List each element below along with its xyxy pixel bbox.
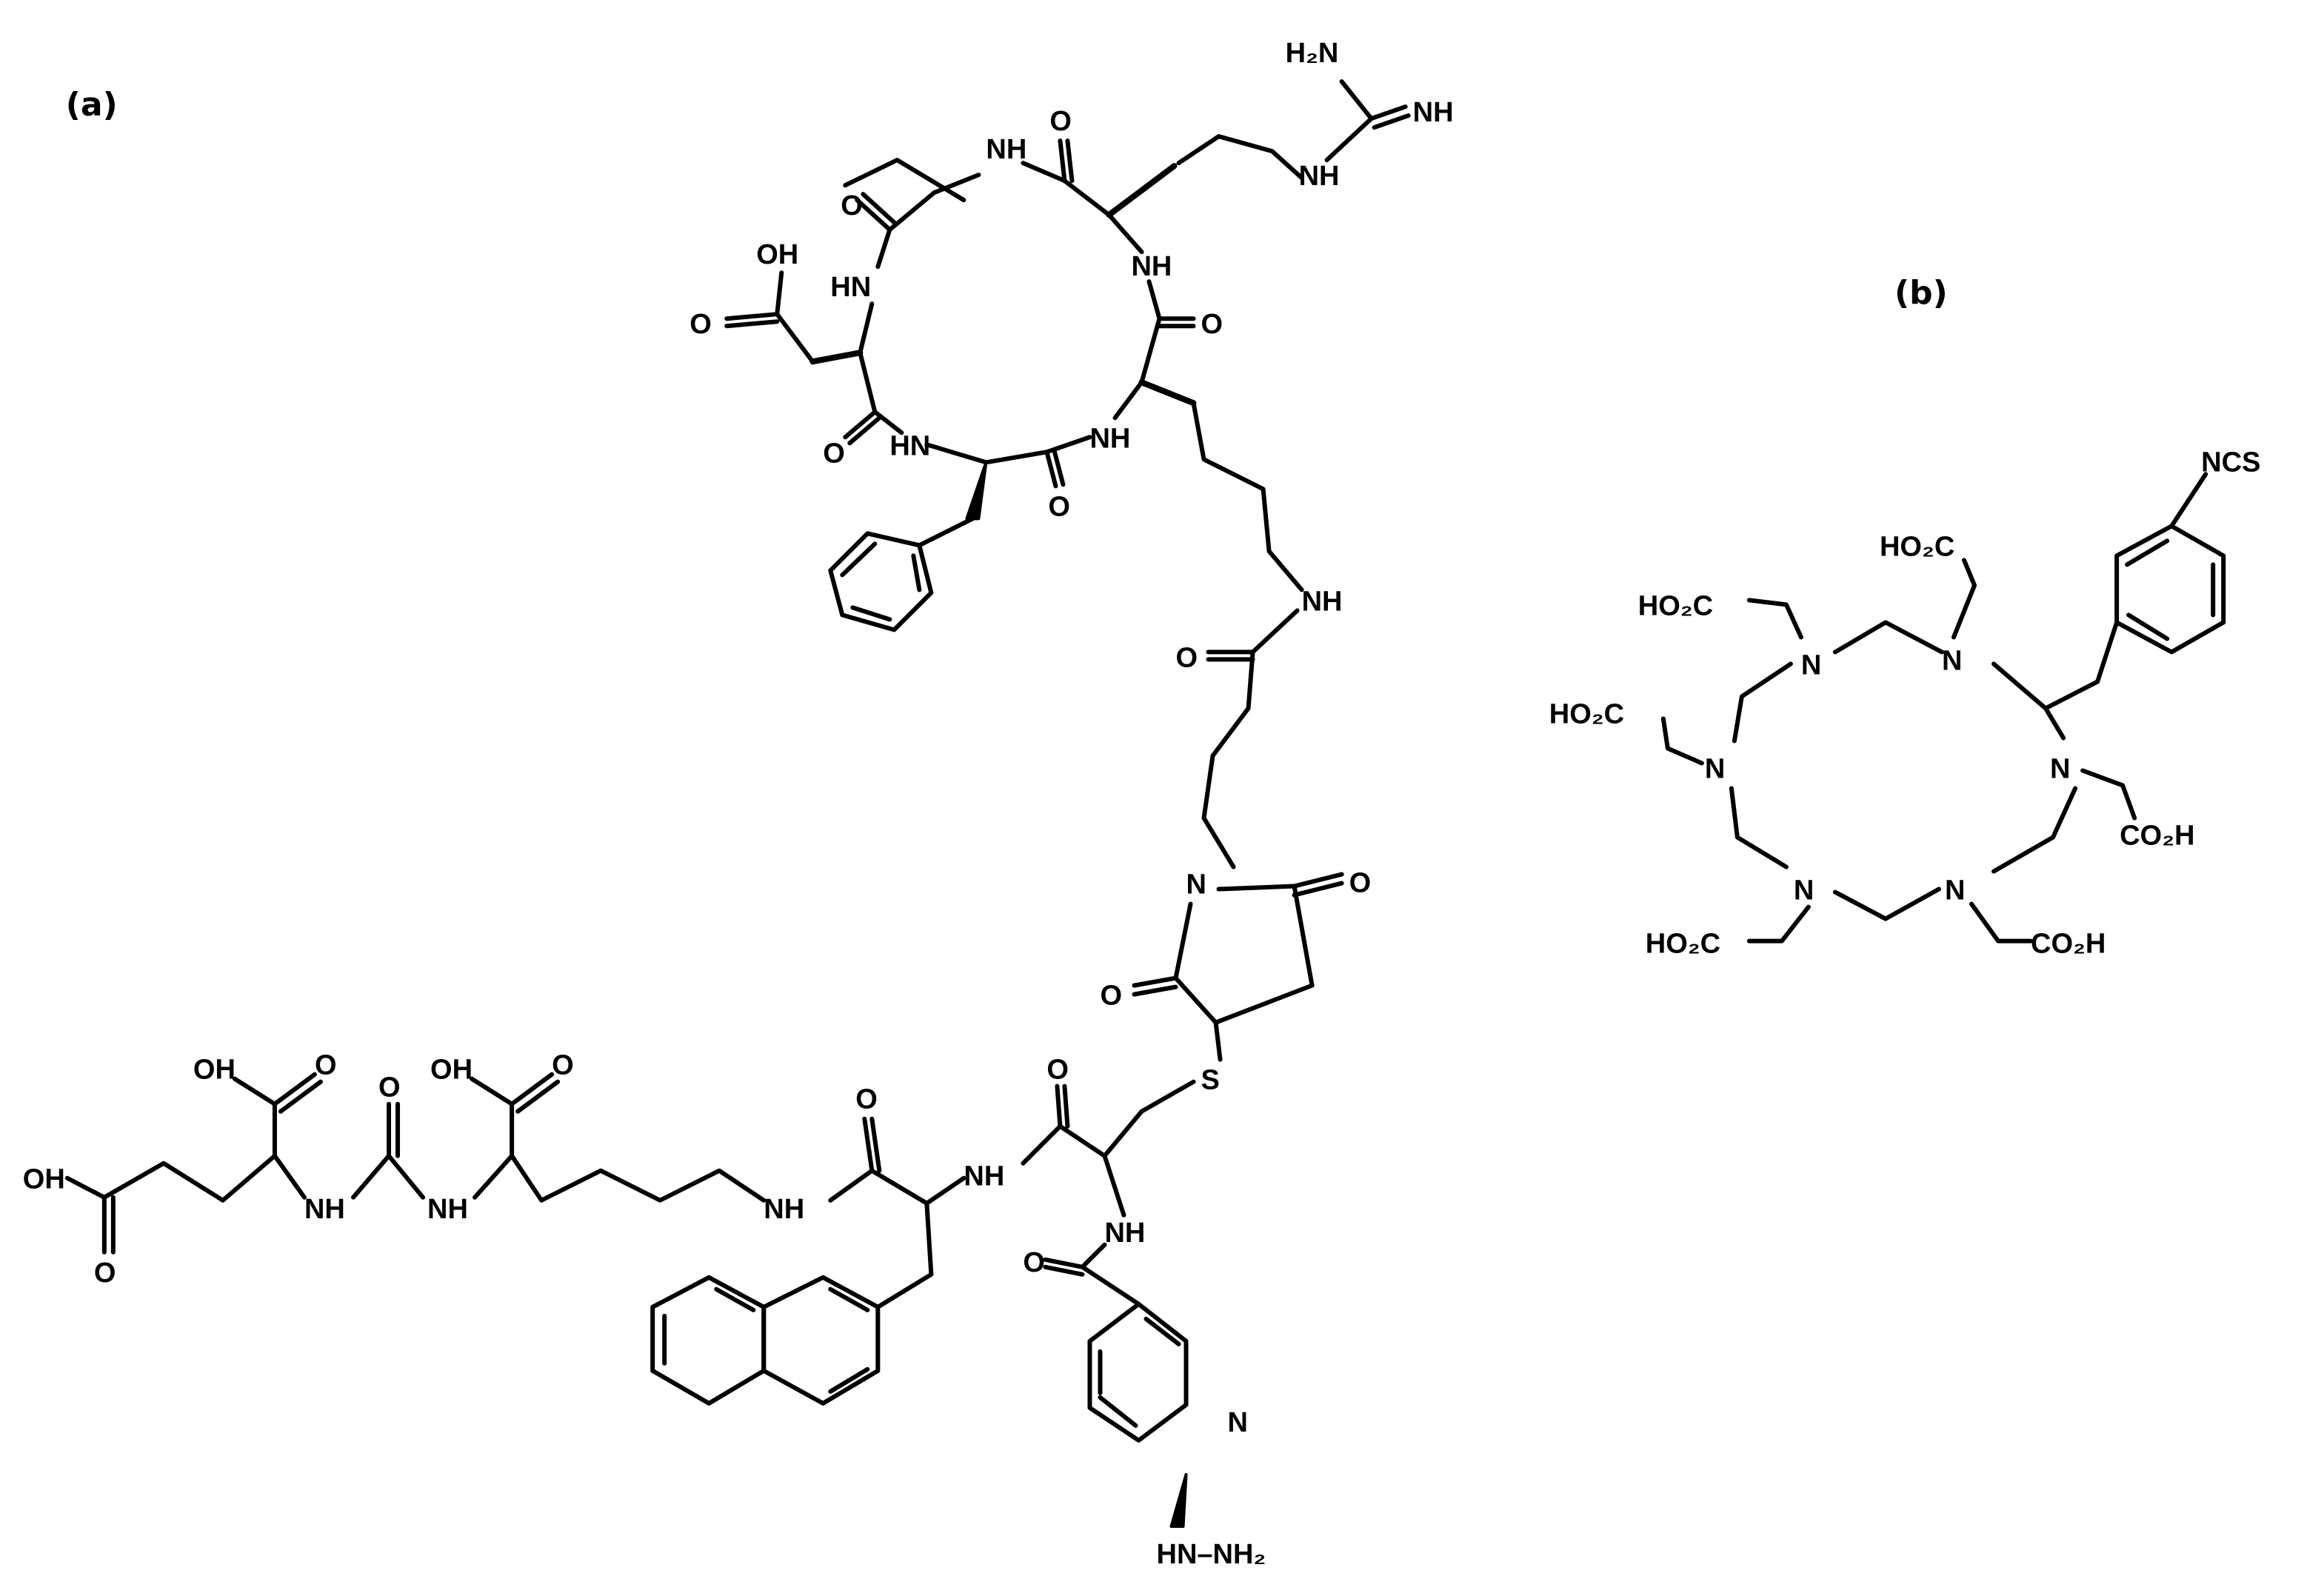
atom-nh-1: NH (986, 134, 1026, 165)
atom-nh-2: NH (1131, 251, 1172, 282)
atom-oh-lys: OH (430, 1055, 473, 1086)
atom-o-succ-2: O (1100, 981, 1122, 1012)
atom-o-urea: O (378, 1072, 401, 1103)
atom-ho2c-4: HO₂C (1646, 929, 1720, 960)
atom-hn-1: HN (889, 430, 930, 461)
atom-co2h-2: CO₂H (2031, 929, 2106, 960)
atom-h2n-arg: H₂N (1286, 38, 1339, 69)
atom-hn-2: HN (830, 272, 871, 303)
atom-n-b1: N (1801, 650, 1821, 681)
atom-o-lys: O (552, 1050, 574, 1081)
atom-o-3: O (1201, 309, 1223, 340)
atom-o-4: O (1048, 491, 1070, 522)
atom-nh-hynic: NH (1104, 1218, 1145, 1249)
atom-ho2c-1: HO₂C (1638, 590, 1713, 621)
atom-o-2: O (1049, 106, 1072, 137)
atom-ho2c-2: HO₂C (1880, 531, 1954, 562)
atom-o-5: O (823, 438, 845, 469)
atom-nh-lys: NH (1302, 586, 1343, 617)
atom-nh-urea-1: NH (427, 1194, 468, 1225)
atom-n-b4: N (1945, 875, 1965, 906)
cyclic-peptide-ring (843, 158, 1162, 465)
atom-n-b3: N (2050, 753, 2070, 784)
atom-o-hynic: O (1023, 1247, 1045, 1278)
panel-label-a: (a) (66, 86, 118, 124)
atom-o-nal: O (855, 1084, 878, 1115)
atom-n-b2: N (1942, 645, 1962, 676)
atom-o-asp: O (690, 309, 712, 340)
atom-o-glu-2: O (94, 1258, 116, 1289)
panel-label-b: (b) (1894, 274, 1948, 312)
atom-ho2c-3: HO₂C (1549, 698, 1624, 729)
atom-o-amide: O (1176, 642, 1198, 673)
atom-o-1: O (841, 190, 863, 221)
atom-n-b5: N (1794, 875, 1814, 906)
atom-nh-arg: NH (1299, 161, 1340, 192)
atom-o-succ-1: O (1349, 868, 1372, 899)
atom-s: S (1201, 1065, 1220, 1096)
atom-n-b6: N (1705, 753, 1725, 784)
atom-nh-cys: NH (964, 1161, 1004, 1192)
atom-o-cys: O (1046, 1055, 1069, 1086)
atom-n-pyridine: N (1228, 1407, 1248, 1438)
atom-hn-nh2: HN–NH₂ (1157, 1539, 1266, 1570)
atom-nh-urea-2: NH (304, 1194, 345, 1225)
atom-co2h-1: CO₂H (2120, 821, 2194, 852)
atom-oh-glu-2: OH (23, 1164, 65, 1195)
atom-nh-arg-2: NH (1413, 97, 1454, 128)
structure-b: N N N N N N HO₂C HO₂C HO₂C CO₂H CO₂H HO₂… (1549, 447, 2261, 959)
atom-ncs: NCS (2201, 447, 2260, 478)
atom-o-glu-1: O (315, 1050, 337, 1081)
atom-oh-asp: OH (756, 239, 798, 270)
atom-n-succinimide: N (1186, 869, 1206, 901)
structure-a: NH O O NH O NH O HN O HN NH H₂N NH OH O (23, 38, 1454, 1570)
atom-oh-glu-1: OH (193, 1055, 236, 1086)
atom-nh-lys2: NH (764, 1194, 804, 1225)
atom-nh-3: NH (1089, 423, 1130, 454)
